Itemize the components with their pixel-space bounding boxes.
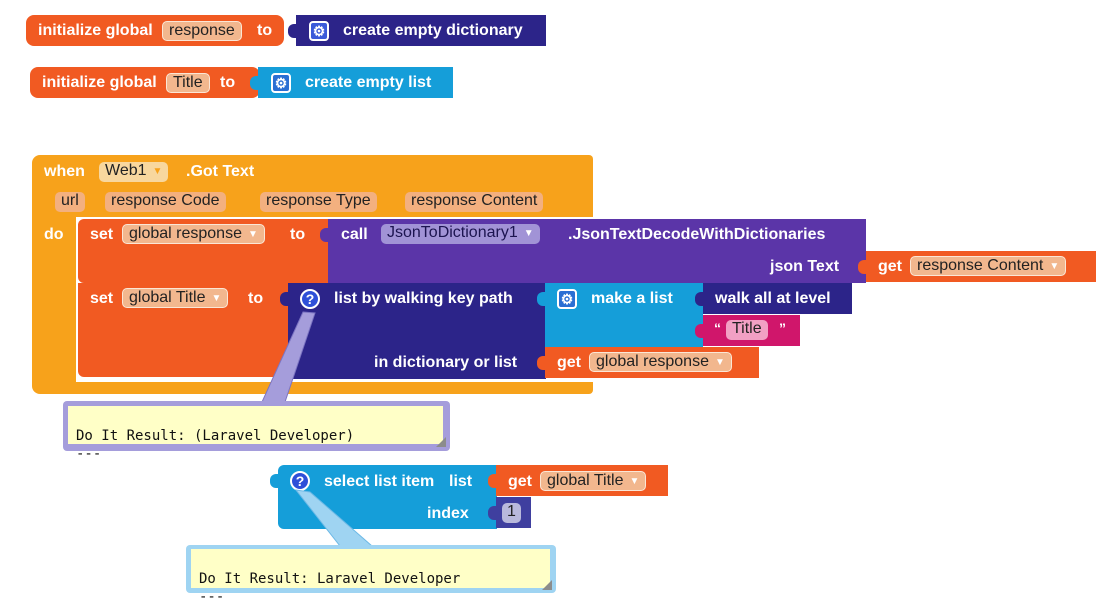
- init1-var-name-field[interactable]: response: [162, 21, 242, 41]
- text-value-field[interactable]: Title: [726, 320, 768, 340]
- dropdown-arrow-icon: ▼: [1049, 261, 1060, 272]
- walk-all-label: walk all at level: [715, 290, 831, 307]
- init1-label: initialize global: [38, 22, 153, 39]
- index-value-field[interactable]: 1: [502, 503, 521, 523]
- dropdown-arrow-icon: ▼: [152, 166, 163, 177]
- param-response-type[interactable]: response Type: [260, 192, 377, 212]
- create-dict-label: create empty dictionary: [343, 22, 523, 39]
- get3-variable-dropdown[interactable]: global Title ▼: [540, 471, 647, 491]
- component-name: Web1: [105, 162, 147, 179]
- init2-to-label: to: [220, 74, 236, 91]
- call-label: call: [341, 226, 368, 243]
- init2-var-name-field[interactable]: Title: [166, 73, 210, 93]
- do-label: do: [44, 226, 64, 243]
- init1-to-label: to: [257, 22, 273, 39]
- tooltip1-body: Do It Result: (Laravel Developer) ---: [68, 406, 443, 462]
- get2-variable-dropdown[interactable]: global response ▼: [589, 352, 732, 372]
- call-plug-connector: [320, 228, 328, 242]
- number-plug-connector: [488, 506, 496, 520]
- make-list-plug-connector: [537, 292, 545, 306]
- tooltip1-line2: ---: [76, 446, 102, 462]
- dict-plug-connector: [288, 24, 296, 38]
- get1-variable-name: response Content: [917, 257, 1044, 274]
- set2-variable-name: global Title: [129, 289, 206, 306]
- param-response-code[interactable]: response Code: [105, 192, 226, 212]
- param-response-content[interactable]: response Content: [405, 192, 544, 212]
- text-plug-connector: [695, 324, 703, 338]
- get3-label: get: [508, 473, 532, 490]
- set2-variable-dropdown[interactable]: global Title ▼: [122, 288, 229, 308]
- init2-label: initialize global: [42, 74, 157, 91]
- tooltip2-body: Do It Result: Laravel Developer ---: [191, 549, 550, 605]
- param-url[interactable]: url: [55, 192, 85, 212]
- dropdown-arrow-icon: ▼: [211, 293, 222, 304]
- set2-to-label: to: [248, 290, 264, 307]
- component-dropdown[interactable]: Web1 ▼: [99, 162, 169, 182]
- get2-plug-connector: [537, 356, 545, 370]
- select-list-label: list: [449, 473, 473, 490]
- get2-variable-name: global response: [596, 353, 709, 370]
- select-list-item-label: select list item: [324, 473, 435, 490]
- walk-all-plug-connector: [695, 292, 703, 306]
- get1-label: get: [878, 258, 902, 275]
- walk-key-path-label: list by walking key path: [334, 290, 513, 307]
- get1-variable-dropdown[interactable]: response Content ▼: [910, 256, 1067, 276]
- method-name-label: .JsonTextDecodeWithDictionaries: [568, 226, 826, 243]
- question-icon[interactable]: ?: [290, 471, 310, 491]
- create-list-label: create empty list: [305, 74, 432, 91]
- gear-icon[interactable]: ⚙: [557, 289, 577, 309]
- gear-icon[interactable]: ⚙: [271, 73, 291, 93]
- select-plug-connector: [270, 474, 278, 488]
- init-global-title-block[interactable]: [30, 67, 260, 98]
- quote-open-glyph: “: [714, 320, 721, 336]
- dropdown-arrow-icon: ▼: [629, 476, 640, 487]
- set1-label: set: [90, 226, 114, 243]
- quote-close-glyph: ”: [779, 320, 786, 336]
- event-name-label: .Got Text: [186, 163, 255, 180]
- set1-variable-dropdown[interactable]: global response ▼: [122, 224, 265, 244]
- resize-grip-icon[interactable]: [542, 580, 552, 590]
- list-plug-connector: [250, 76, 258, 90]
- dict-or-list-label: in dictionary or list: [374, 354, 518, 371]
- json-component-dropdown[interactable]: JsonToDictionary1 ▼: [381, 224, 540, 244]
- get3-plug-connector: [488, 474, 496, 488]
- create-empty-dictionary-block[interactable]: [296, 15, 546, 46]
- set1-variable-name: global response: [129, 225, 242, 242]
- walk-all-at-level-block[interactable]: [703, 283, 852, 314]
- set1-to-label: to: [290, 226, 306, 243]
- dropdown-arrow-icon: ▼: [247, 229, 258, 240]
- set2-label: set: [90, 290, 114, 307]
- get-plug-connector: [858, 260, 866, 274]
- question-icon[interactable]: ?: [300, 289, 320, 309]
- get2-label: get: [557, 354, 581, 371]
- json-text-arg-label: json Text: [770, 258, 840, 275]
- dropdown-arrow-icon: ▼: [714, 357, 725, 368]
- select-index-label: index: [427, 505, 469, 522]
- when-label: when: [44, 163, 85, 180]
- tooltip2-line2: ---: [199, 589, 225, 605]
- resize-grip-icon[interactable]: [436, 437, 446, 447]
- tooltip1-line1: Do It Result: (Laravel Developer): [76, 428, 355, 444]
- get3-variable-name: global Title: [547, 472, 624, 489]
- make-list-label: make a list: [591, 290, 673, 307]
- gear-icon[interactable]: ⚙: [309, 21, 329, 41]
- walk-key-path-block[interactable]: [288, 283, 546, 379]
- dropdown-arrow-icon: ▼: [523, 228, 534, 239]
- walk-plug-connector: [280, 292, 288, 306]
- json-component-name: JsonToDictionary1: [387, 224, 518, 241]
- tooltip2-line1: Do It Result: Laravel Developer: [199, 571, 461, 587]
